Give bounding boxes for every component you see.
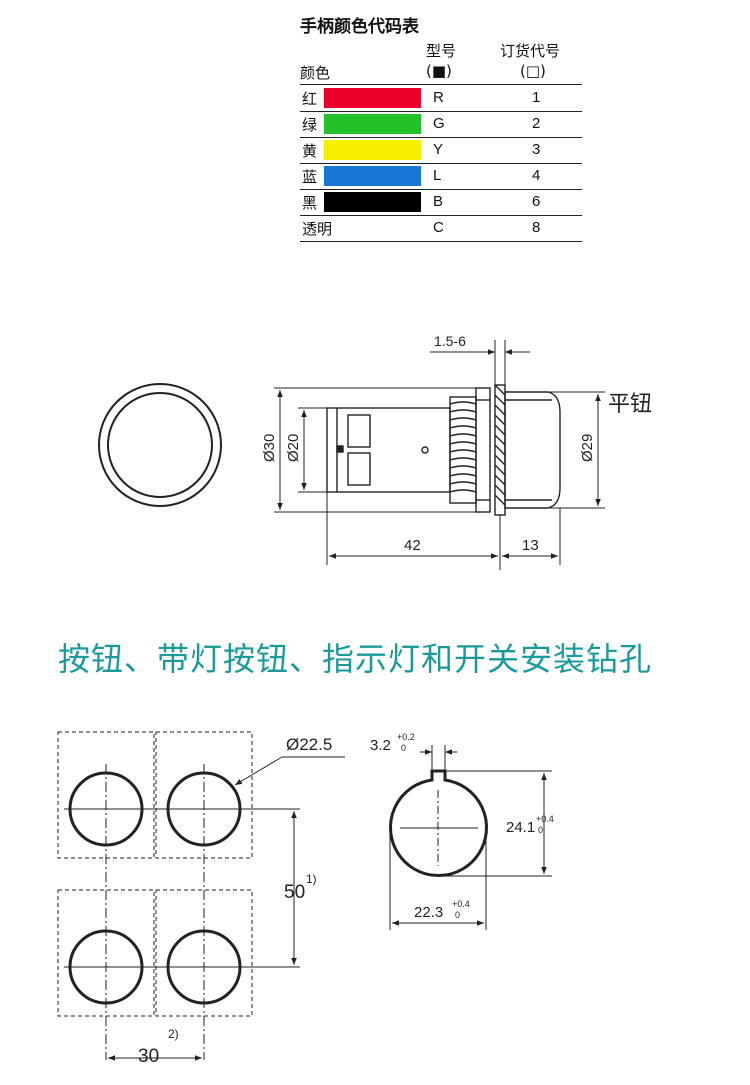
model-code: B <box>433 193 444 210</box>
tol-24-1-upper: +0.4 <box>536 814 554 824</box>
dim-42: 42 <box>404 537 421 554</box>
tol-24-1-lower: 0 <box>538 825 543 835</box>
model-code: C <box>433 219 444 236</box>
order-code: 3 <box>532 141 541 158</box>
color-name: 绿 <box>302 116 318 134</box>
order-code: 8 <box>532 219 541 236</box>
keyed-hole <box>389 745 552 930</box>
table-row: 绿 G 2 <box>300 111 582 138</box>
section-title: 按钮、带灯按钮、指示灯和开关安装钻孔 <box>58 640 653 678</box>
table-row: 蓝 L 4 <box>300 163 582 190</box>
tol-key-width-upper: +0.2 <box>397 732 415 742</box>
header-color: 颜色 <box>300 64 331 82</box>
color-swatch <box>324 140 421 160</box>
color-swatch <box>324 114 421 134</box>
order-code: 4 <box>532 167 541 184</box>
order-code: 6 <box>532 193 541 210</box>
table-row: 黑 B 6 <box>300 189 582 216</box>
color-swatch <box>324 192 421 212</box>
header-divider <box>300 84 582 85</box>
header-model-symbol: (■) <box>426 62 452 80</box>
dim-24-1: 24.1 <box>506 819 535 836</box>
color-name: 黄 <box>302 142 318 160</box>
dim-panel-thickness: 1.5-6 <box>434 333 466 349</box>
side-view-dimensions <box>274 340 605 570</box>
order-code: 1 <box>532 89 541 106</box>
color-name: 黑 <box>302 194 318 212</box>
header-model: 型号 <box>426 42 457 60</box>
hole-grid <box>57 731 345 1061</box>
dim-d30: Ø30 <box>261 434 278 462</box>
order-code: 2 <box>532 115 541 132</box>
color-swatch <box>324 166 421 186</box>
button-front-view <box>98 383 222 507</box>
color-name: 蓝 <box>302 168 318 186</box>
note-2: 2) <box>168 1027 179 1041</box>
table-row: 黄 Y 3 <box>300 137 582 164</box>
color-swatch <box>324 88 421 108</box>
model-code: G <box>433 115 445 132</box>
button-side-view <box>326 384 561 516</box>
dim-key-width: 3.2 <box>370 737 391 754</box>
dim-22-3: 22.3 <box>414 904 443 921</box>
table-row: 透明 C 8 <box>300 215 582 242</box>
dim-13: 13 <box>522 537 539 554</box>
label-flat-button: 平钮 <box>608 392 652 417</box>
dim-30: 30 <box>138 1046 159 1067</box>
note-1: 1) <box>306 872 317 886</box>
model-code: L <box>433 167 442 184</box>
header-order-symbol: (□) <box>520 62 546 80</box>
header-order: 订货代号 <box>500 42 561 60</box>
model-code: R <box>433 89 444 106</box>
tol-key-width-lower: 0 <box>401 743 406 753</box>
tol-22-3-lower: 0 <box>455 910 460 920</box>
dim-d22-5: Ø22.5 <box>286 735 332 754</box>
model-code: Y <box>433 141 444 158</box>
dim-d29: Ø29 <box>579 434 596 462</box>
table-title: 手柄颜色代码表 <box>300 17 419 37</box>
dim-50: 50 <box>284 882 305 903</box>
color-name: 红 <box>302 90 318 108</box>
tol-22-3-upper: +0.4 <box>452 899 470 909</box>
table-row: 红 R 1 <box>300 85 582 112</box>
color-name: 透明 <box>302 220 333 238</box>
dim-d20: Ø20 <box>285 434 302 462</box>
